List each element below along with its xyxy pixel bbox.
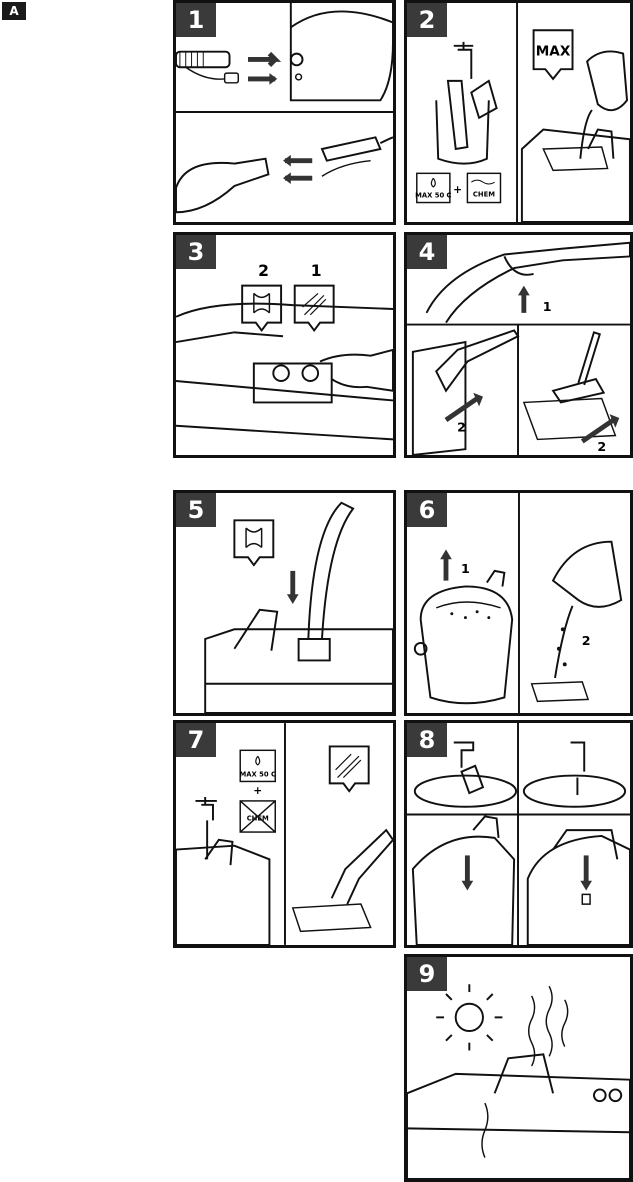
page-label: A [2, 2, 26, 20]
step-2-illustration: MAX 50 C + CHEM MAX [415, 3, 630, 222]
step-1-number: 1 [176, 3, 216, 37]
step-7-temp-label: MAX 50 C [240, 771, 276, 779]
step-6-arrow-1-label: 1 [461, 561, 470, 576]
step-9-illustration [407, 984, 630, 1179]
step-7-number: 7 [176, 723, 216, 757]
step-3-panel: 3 2 1 [173, 232, 396, 458]
step-3-label-2: 2 [258, 262, 269, 280]
step-2-temp-label: MAX 50 C [415, 192, 451, 200]
step-2-max-label: MAX [536, 44, 571, 60]
step-4-arrow-2a-label: 2 [457, 420, 466, 435]
step-4-arrow-2b-label: 2 [597, 439, 606, 454]
step-7-chem-label: CHEM [247, 814, 269, 822]
step-1-panel: 1 [173, 0, 396, 225]
step-2-plus: + [453, 183, 462, 196]
step-3-number: 3 [176, 235, 216, 269]
step-2-number: 2 [407, 3, 447, 37]
step-4-illustration: 1 2 2 [407, 241, 630, 455]
step-7-plus: + [253, 784, 262, 797]
step-8-number: 8 [407, 723, 447, 757]
step-7-panel: 7 MAX 50 C + CHEM [173, 720, 396, 948]
step-2-chem-label: CHEM [473, 191, 495, 199]
step-5-illustration [204, 501, 393, 713]
step-1-illustration [176, 3, 393, 214]
step-8-panel: 8 [404, 720, 633, 948]
step-7-illustration: MAX 50 C + CHEM [176, 723, 393, 945]
step-9-number: 9 [407, 957, 447, 991]
step-4-number: 4 [407, 235, 447, 269]
step-8-illustration [407, 723, 630, 945]
step-6-number: 6 [407, 493, 447, 527]
step-9-panel: 9 [404, 954, 633, 1182]
step-6-arrow-2-label: 2 [582, 633, 591, 648]
step-4-panel: 4 1 2 2 [404, 232, 633, 458]
step-3-label-1: 1 [311, 262, 322, 280]
step-6-panel: 6 1 2 [404, 490, 633, 716]
step-5-panel: 5 [173, 490, 396, 716]
step-5-number: 5 [176, 493, 216, 527]
step-6-illustration: 1 2 [413, 493, 623, 713]
step-4-arrow-1-label: 1 [543, 299, 552, 314]
step-3-illustration: 2 1 [176, 262, 393, 441]
step-2-panel: 2 MAX 50 C + CHEM MAX [404, 0, 633, 225]
